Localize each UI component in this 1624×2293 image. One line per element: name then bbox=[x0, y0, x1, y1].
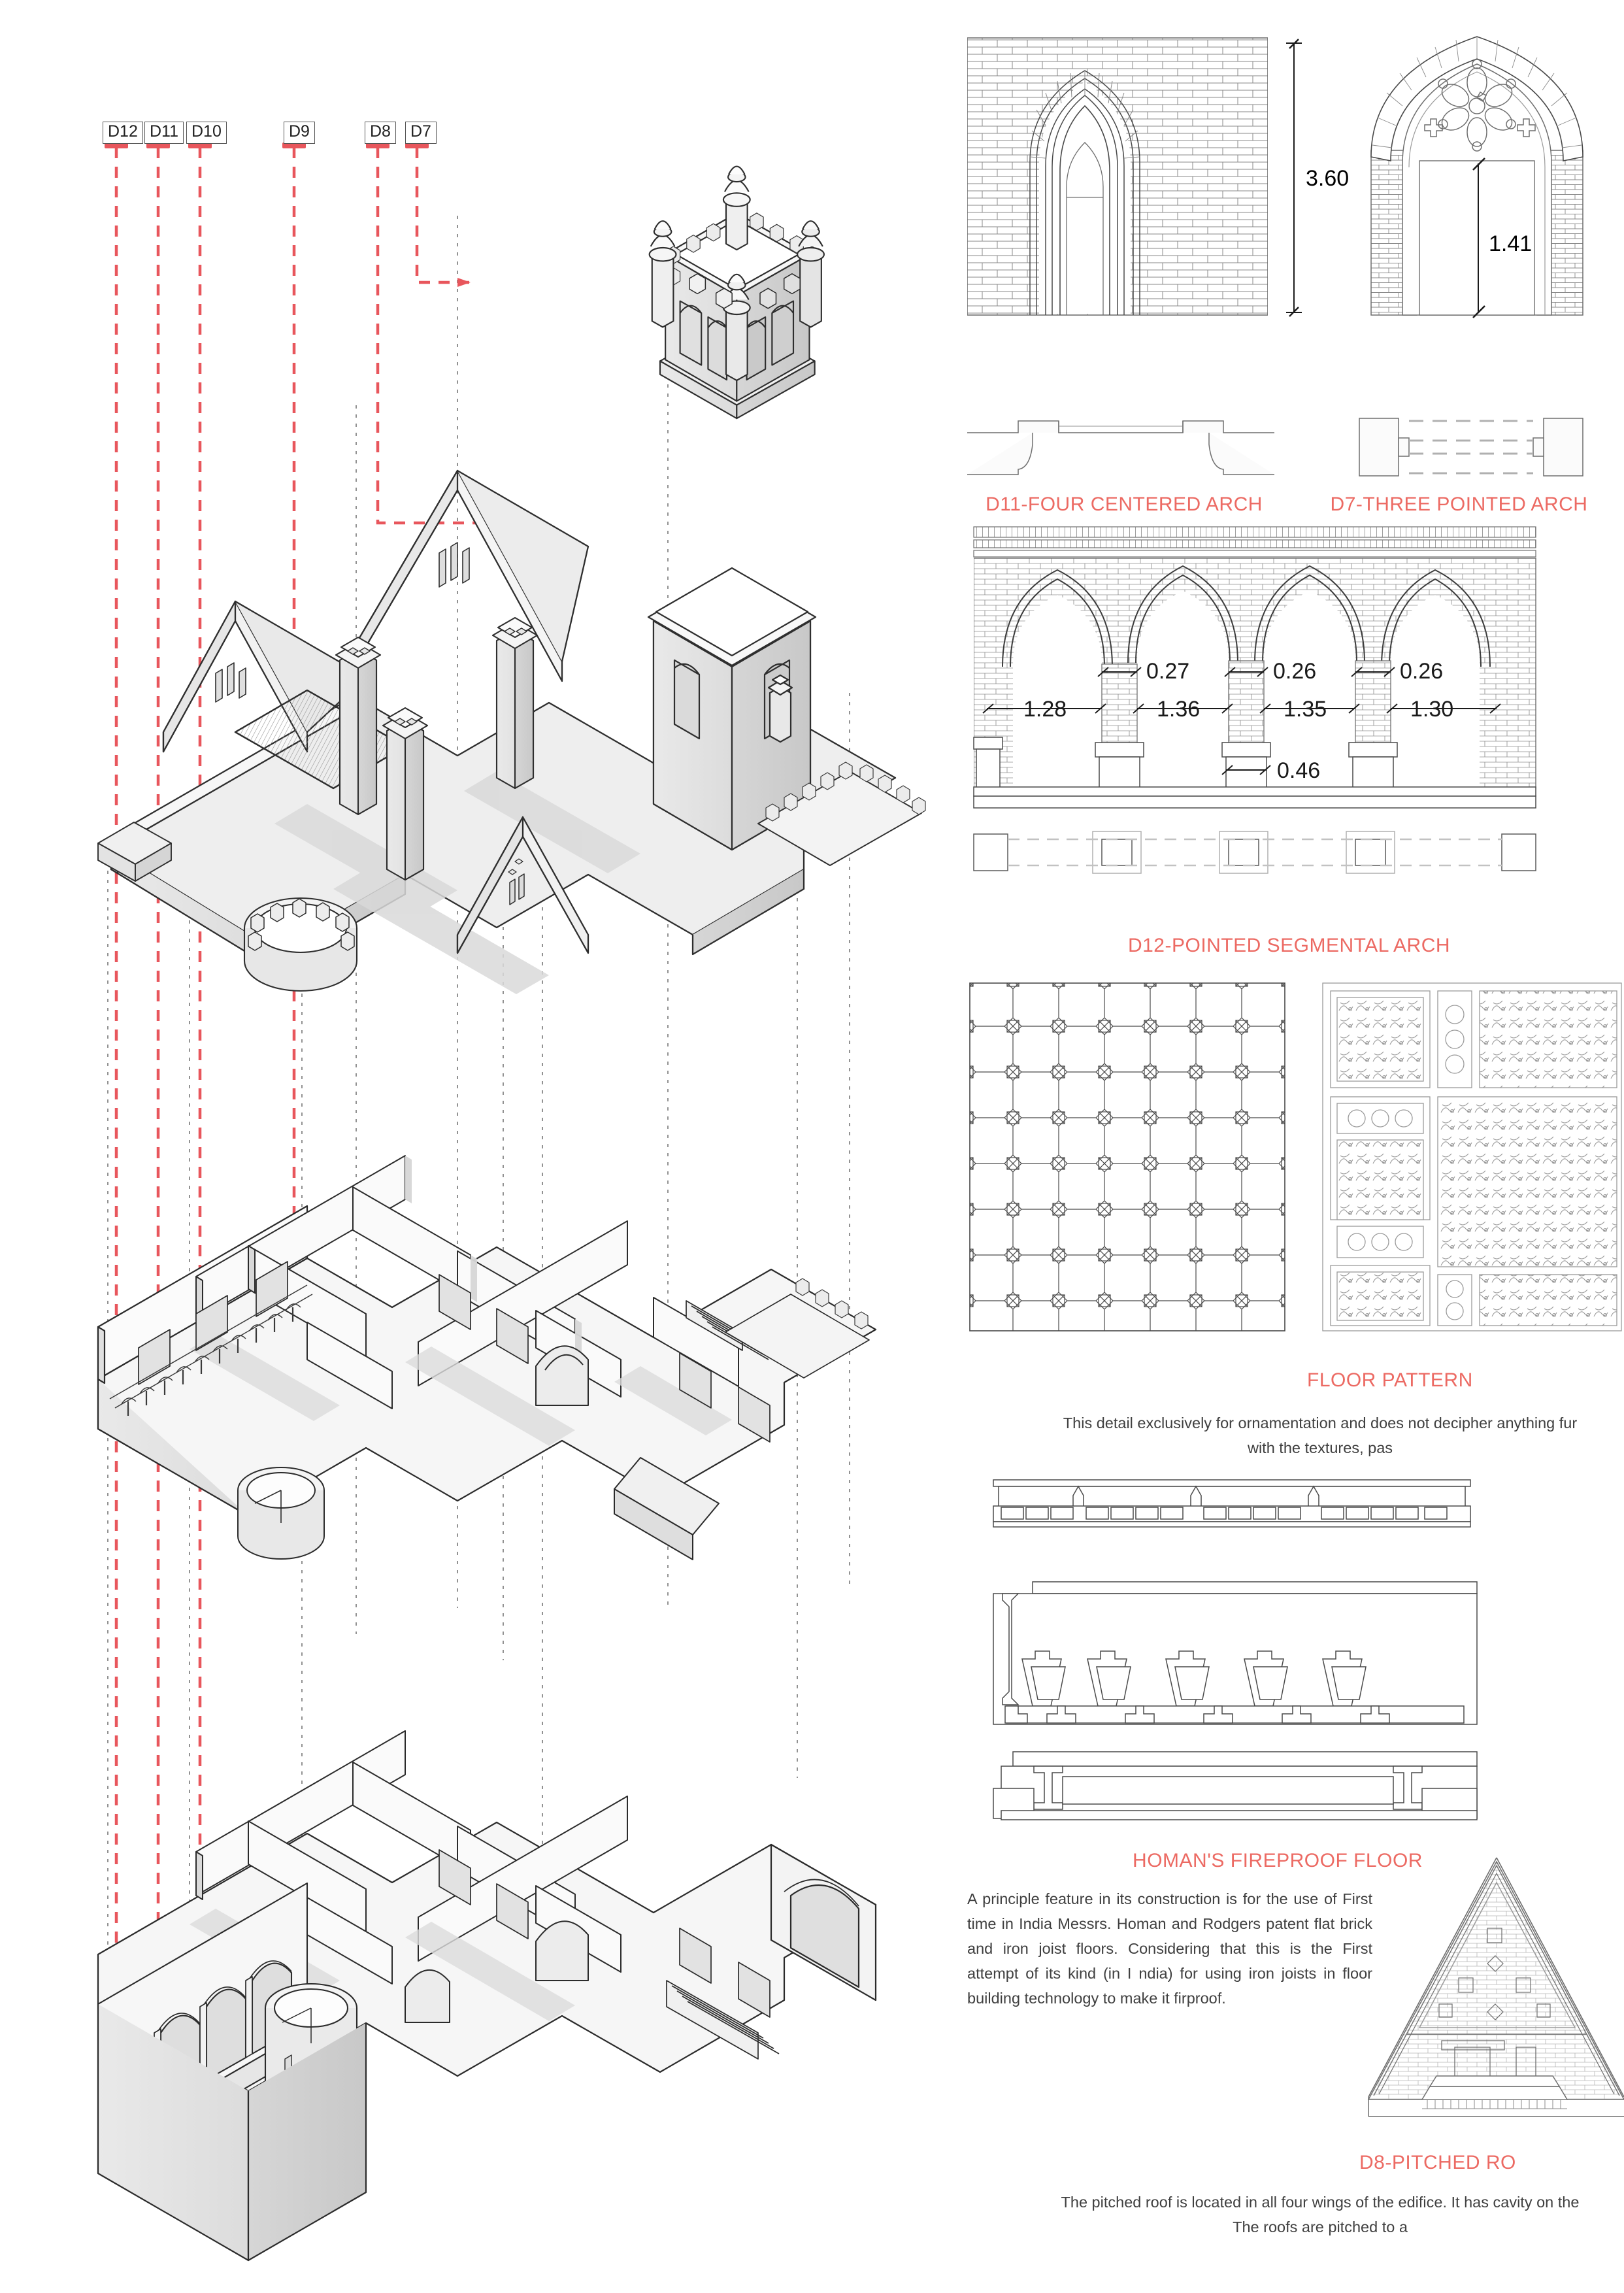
d8-caption-line2: The roofs are pitched to a bbox=[1233, 2218, 1408, 2235]
floor-pattern-svg bbox=[969, 982, 1285, 1331]
floor-pattern-caption-line1: This detail exclusively for ornamentatio… bbox=[1063, 1414, 1578, 1431]
detail-tag-d10[interactable]: D10 bbox=[186, 122, 227, 144]
d12-pier-1: 0.26 bbox=[1273, 659, 1316, 684]
detail-tag-d7[interactable]: D7 bbox=[405, 122, 437, 144]
floor-pattern-title: FLOOR PATTERN bbox=[1307, 1369, 1473, 1391]
d8-caption-line1: The pitched roof is located in all four … bbox=[1061, 2194, 1580, 2211]
layer-roof bbox=[97, 469, 926, 994]
d11-elevation: 3.60 bbox=[967, 37, 1349, 317]
detail-tag-d12[interactable]: D12 bbox=[103, 122, 143, 144]
exploded-axonometric: D12 D11 D10 D9 D8 D7 bbox=[97, 122, 926, 2262]
rose-window-tracery bbox=[1424, 59, 1536, 152]
d11-title: D11-FOUR CENTERED ARCH bbox=[986, 494, 1263, 515]
d11-dimension-value: 3.60 bbox=[1306, 166, 1349, 191]
d12-span-3: 1.30 bbox=[1410, 697, 1453, 722]
d11-plan-section bbox=[967, 420, 1274, 475]
arch-elevations-svg: 3.60 bbox=[967, 36, 1583, 318]
d7-title: D7-THREE POINTED ARCH bbox=[1330, 494, 1588, 515]
detail-tag-d11[interactable]: D11 bbox=[144, 122, 184, 144]
detail-tag-d9[interactable]: D9 bbox=[284, 122, 315, 144]
detail-tag-d8[interactable]: D8 bbox=[365, 122, 396, 144]
layer-ground-floor bbox=[97, 1730, 877, 2262]
floor-pattern-caption-line2: with the textures, pas bbox=[1247, 1439, 1393, 1456]
d7-dimension-line bbox=[1472, 158, 1485, 318]
homans-caption: A principle feature in its construction … bbox=[967, 1890, 1372, 2007]
layer-turret bbox=[648, 165, 825, 420]
detail-leader-lines bbox=[114, 147, 523, 1990]
d12-span-0: 1.28 bbox=[1023, 697, 1067, 722]
d8-title: D8-PITCHED RO bbox=[1359, 2152, 1516, 2173]
d12-span-2: 1.35 bbox=[1284, 697, 1327, 722]
arch-plan-sections-svg bbox=[967, 418, 1583, 477]
d12-plan-section bbox=[973, 831, 1536, 874]
d11-dimension-line bbox=[1286, 39, 1302, 317]
homans-title: HOMAN'S FIREPROOF FLOOR bbox=[1133, 1850, 1423, 1871]
d7-elevation: 1.41 bbox=[1370, 36, 1583, 318]
ornament-panels-svg bbox=[1322, 982, 1622, 1331]
layer-upper-floor bbox=[97, 1155, 877, 1560]
detail-column: 3.60 bbox=[954, 0, 1624, 2293]
d8-pitched-roof-svg bbox=[1367, 1857, 1624, 2117]
d12-title: D12-POINTED SEGMENTAL ARCH bbox=[1127, 935, 1451, 956]
d12-pier-0: 0.27 bbox=[1146, 659, 1189, 684]
d12-pier-2: 0.26 bbox=[1400, 659, 1443, 684]
axonometric-svg bbox=[97, 142, 926, 2262]
d12-span-1: 1.36 bbox=[1157, 697, 1200, 722]
tag-stems bbox=[105, 142, 429, 148]
d7-dimension-value: 1.41 bbox=[1489, 231, 1532, 256]
homans-floor-svg bbox=[993, 1479, 1478, 1820]
d7-plan-section bbox=[1359, 418, 1583, 477]
d12-arcade-svg: 0.27 0.26 0.26 1.28 1.36 1.35 1.30 0.46 bbox=[973, 526, 1536, 874]
d12-base-width: 0.46 bbox=[1277, 758, 1320, 783]
